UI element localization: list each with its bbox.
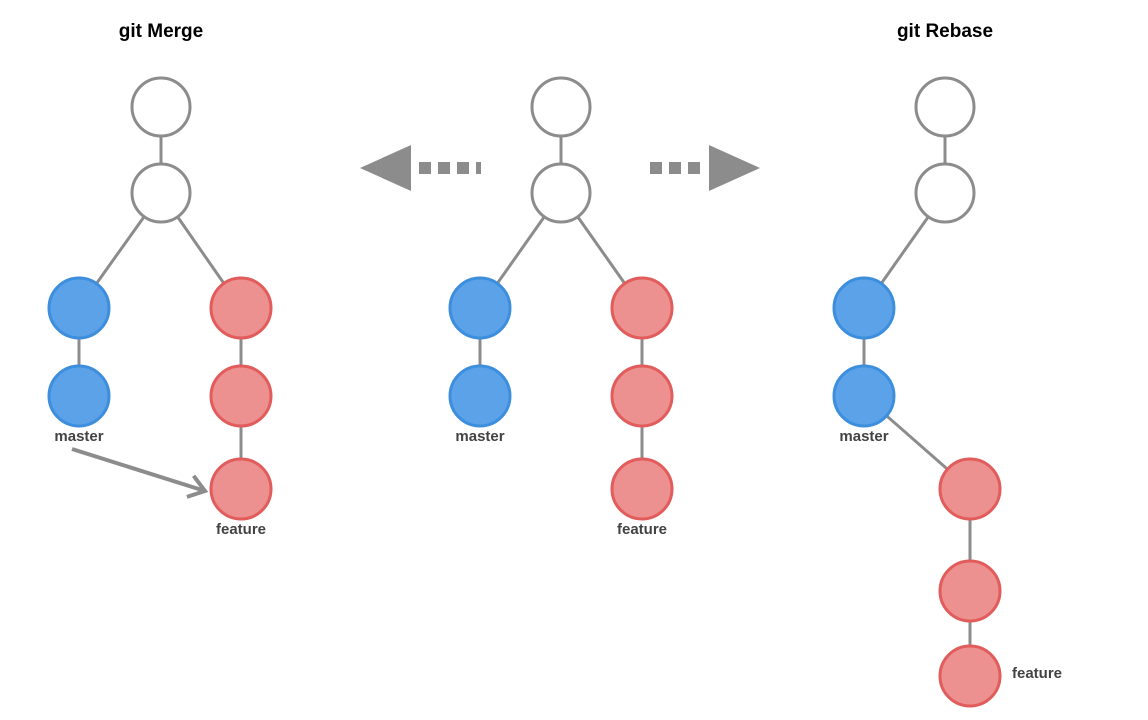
commit-edge bbox=[575, 214, 628, 286]
commit-node-red bbox=[610, 276, 674, 340]
commit-node-blue bbox=[832, 276, 896, 340]
commit-node-blue bbox=[832, 364, 896, 428]
commit-node-white bbox=[530, 162, 592, 224]
edges-layer bbox=[77, 134, 972, 648]
commit-node-blue bbox=[47, 276, 111, 340]
merge-arrow-layer bbox=[71, 447, 209, 499]
commit-edge bbox=[884, 413, 950, 472]
nodes-layer bbox=[47, 76, 1002, 708]
commit-node-blue bbox=[448, 276, 512, 340]
commit-node-red bbox=[209, 364, 273, 428]
branch-label-feature: feature bbox=[1012, 665, 1062, 682]
commit-node-white bbox=[130, 76, 192, 138]
branch-label-master: master bbox=[455, 428, 504, 445]
commit-node-blue bbox=[448, 364, 512, 428]
arrow-dash bbox=[457, 162, 469, 174]
commit-node-blue bbox=[47, 364, 111, 428]
flow-arrow-left bbox=[360, 145, 481, 191]
commit-node-red bbox=[938, 457, 1002, 521]
commit-node-white bbox=[914, 162, 976, 224]
commit-node-white bbox=[530, 76, 592, 138]
merge-arrow-head bbox=[186, 474, 209, 499]
arrow-dash bbox=[476, 162, 481, 174]
commit-node-red bbox=[209, 457, 273, 521]
commit-node-red bbox=[209, 276, 273, 340]
flow-arrow-right bbox=[650, 145, 760, 191]
flow-arrows-layer bbox=[360, 145, 760, 191]
labels-layer: master feature master feature master feature bbox=[54, 428, 1062, 682]
arrow-triangle-right bbox=[709, 145, 760, 191]
merge-arrow-shaft bbox=[71, 447, 206, 493]
arrow-dash bbox=[688, 162, 700, 174]
arrow-triangle-left bbox=[360, 145, 411, 191]
branch-label-feature: feature bbox=[216, 521, 266, 538]
panel-title-merge: git Merge bbox=[119, 21, 203, 42]
commit-node-white bbox=[914, 76, 976, 138]
commit-node-red bbox=[610, 457, 674, 521]
arrow-dash bbox=[650, 162, 662, 174]
commit-edge bbox=[94, 214, 147, 287]
arrow-dash bbox=[669, 162, 681, 174]
commit-edge bbox=[175, 214, 227, 286]
panel-title-rebase: git Rebase bbox=[897, 21, 993, 42]
branch-label-master: master bbox=[54, 428, 103, 445]
commit-node-red bbox=[610, 364, 674, 428]
commit-edge bbox=[494, 214, 547, 286]
branch-label-master: master bbox=[839, 428, 888, 445]
commit-node-red bbox=[938, 559, 1002, 623]
arrow-dash bbox=[438, 162, 450, 174]
arrow-dash bbox=[419, 162, 431, 174]
commit-node-red bbox=[938, 644, 1002, 708]
commit-edge bbox=[878, 214, 931, 286]
titles-layer: git Merge git Rebase bbox=[119, 21, 993, 42]
branch-label-feature: feature bbox=[617, 521, 667, 538]
commit-node-white bbox=[130, 162, 192, 224]
